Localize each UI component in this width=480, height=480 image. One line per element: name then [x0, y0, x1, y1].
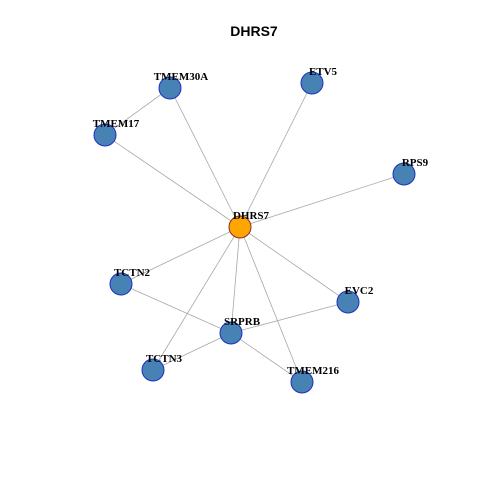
node-label: TCTN3 — [146, 353, 183, 365]
node-tctn3[interactable]: TCTN3 — [141, 353, 183, 382]
edge-srprb-tctn3 — [152, 332, 232, 371]
node-label: TMEM30A — [154, 71, 208, 83]
edge-srprb-tmem216 — [230, 332, 303, 383]
graph-title: DHRS7 — [230, 23, 278, 39]
edge-layer — [104, 82, 405, 383]
node-circle[interactable] — [141, 358, 165, 382]
node-circle[interactable] — [300, 71, 324, 95]
edge-tmem30a-dhrs7 — [169, 87, 241, 228]
edge-tctn2-srprb — [120, 283, 232, 334]
node-dhrs7[interactable]: DHRS7 — [228, 210, 270, 239]
edge-dhrs7-srprb — [230, 226, 241, 334]
node-label: TMEM216 — [287, 365, 339, 377]
node-circle[interactable] — [392, 162, 416, 186]
node-circle[interactable] — [228, 215, 252, 239]
node-label: TMEM17 — [93, 118, 140, 130]
node-label: TCTN2 — [114, 267, 151, 279]
node-label: RPS9 — [402, 157, 429, 169]
node-etv5[interactable]: ETV5 — [300, 66, 338, 95]
edge-dhrs7-evc2 — [239, 226, 349, 303]
edge-dhrs7-tctn2 — [120, 226, 241, 285]
edge-etv5-dhrs7 — [239, 82, 313, 228]
node-circle[interactable] — [93, 123, 117, 147]
node-label: EVC2 — [345, 285, 374, 297]
edge-rps9-dhrs7 — [239, 173, 405, 228]
edge-tmem17-dhrs7 — [104, 134, 241, 228]
node-label: SRPRB — [224, 316, 261, 328]
node-label: ETV5 — [309, 66, 338, 78]
node-tmem30a[interactable]: TMEM30A — [154, 71, 208, 100]
node-evc2[interactable]: EVC2 — [336, 285, 374, 314]
edge-dhrs7-tmem216 — [239, 226, 303, 383]
node-layer: DHRS7 TMEM30A ETV5TMEM17RPS9TCTN2EVC2SRPRB… — [93, 66, 429, 394]
node-circle[interactable] — [336, 290, 360, 314]
node-label: DHRS7 — [233, 210, 270, 222]
node-tmem216[interactable]: TMEM216 — [287, 365, 339, 394]
node-rps9[interactable]: RPS9 — [392, 157, 429, 186]
node-circle[interactable] — [290, 370, 314, 394]
node-tmem17[interactable]: TMEM17 — [93, 118, 140, 147]
node-circle[interactable] — [158, 76, 182, 100]
edge-evc2-srprb — [230, 301, 349, 334]
edge-tmem30a-tmem17 — [104, 87, 171, 136]
node-circle[interactable] — [219, 321, 243, 345]
edge-dhrs7-tctn3 — [152, 226, 241, 371]
node-srprb[interactable]: SRPRB — [219, 316, 261, 345]
node-circle[interactable] — [109, 272, 133, 296]
node-tctn2[interactable]: TCTN2 — [109, 267, 151, 296]
